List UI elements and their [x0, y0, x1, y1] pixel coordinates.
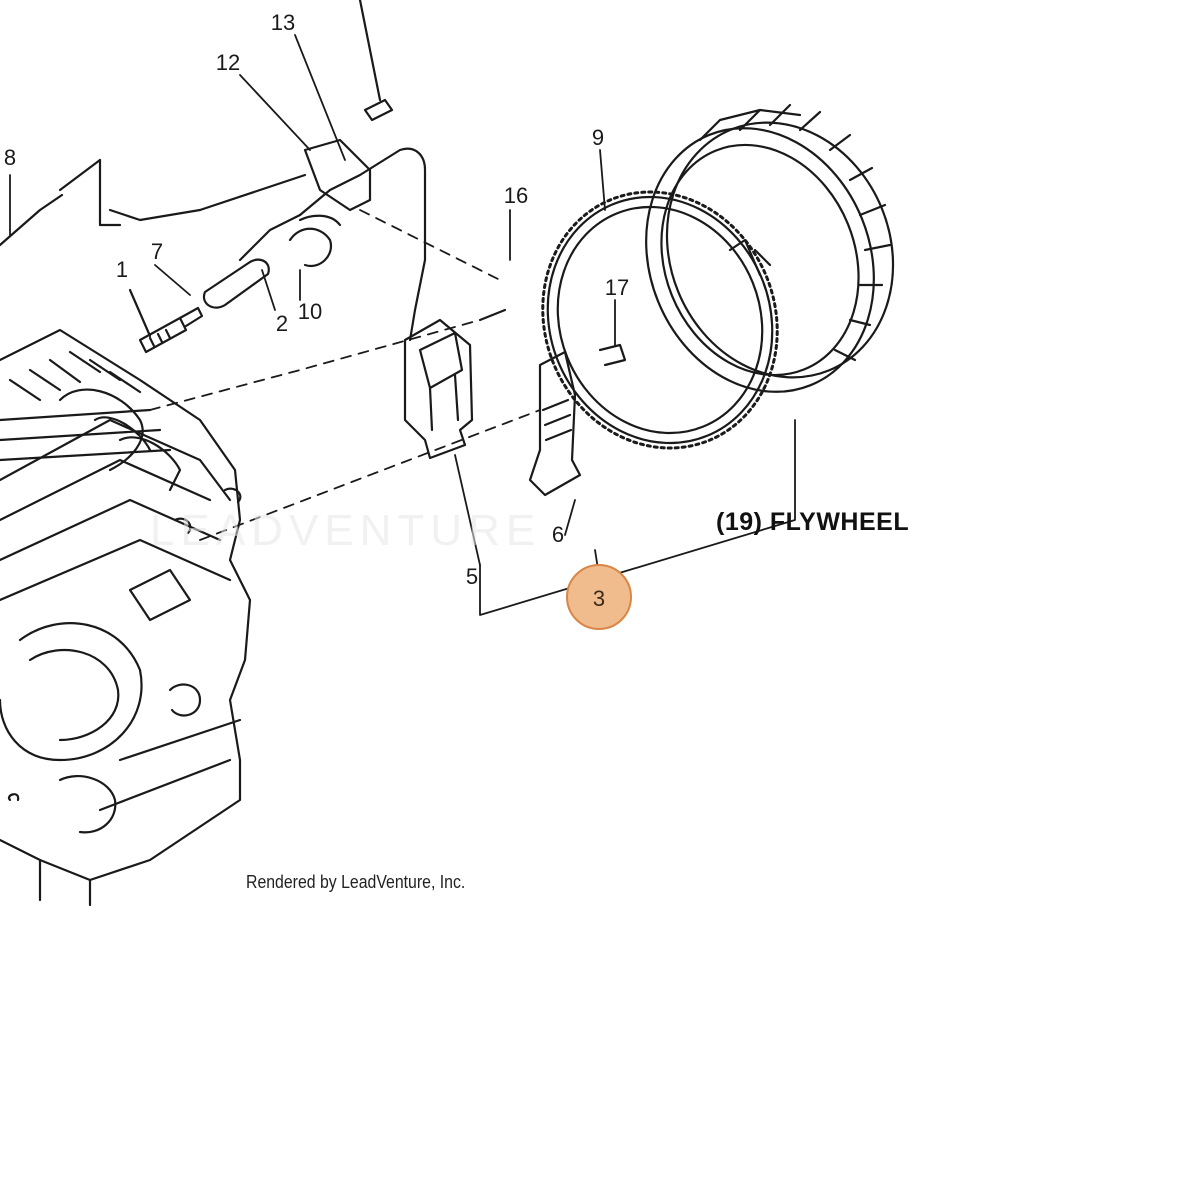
leader-lines [9, 34, 796, 616]
assembly-title: (19) FLYWHEEL [716, 508, 910, 536]
callout-12: 12 [215, 50, 241, 75]
callout-6: 6 [551, 522, 565, 547]
callout-2: 2 [275, 311, 289, 336]
callout-8: 8 [3, 145, 17, 170]
callout-16: 16 [503, 183, 529, 208]
spark-plug [128, 288, 204, 354]
callout-13: 13 [270, 10, 296, 35]
callout-17: 17 [604, 275, 630, 300]
engine-block [0, 328, 252, 907]
ring-gear [541, 190, 779, 450]
flywheel [645, 103, 895, 393]
callout-9: 9 [591, 125, 605, 150]
plug-cap-and-lead [0, 0, 427, 342]
callout-5: 5 [465, 564, 479, 589]
ignition-coil [403, 308, 507, 460]
callout-1: 1 [115, 257, 129, 282]
callout-10: 10 [297, 299, 323, 324]
callout-7: 7 [150, 239, 164, 264]
part-3-hotspot[interactable]: 3 [566, 564, 632, 630]
watermark-text: LEADVENTURE [150, 506, 542, 555]
pulser-coil [528, 343, 627, 497]
hotspot-label: 3 [592, 586, 606, 612]
render-credit: Rendered by LeadVenture, Inc. [246, 872, 466, 892]
